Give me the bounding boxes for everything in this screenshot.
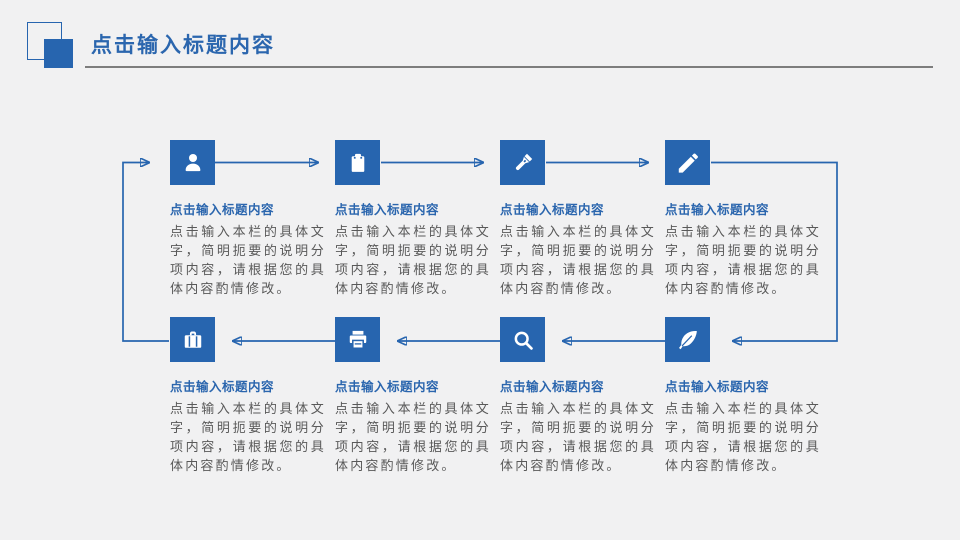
node-body: 点击输入本栏的具体文字，简明扼要的说明分项内容，请根据您的具体内容酌情修改。 [665,401,821,473]
logo-solid-square [44,39,73,68]
user-icon [170,140,215,185]
flow-node-4: 点击输入标题内容 点击输入本栏的具体文字，简明扼要的说明分项内容，请根据您的具体… [665,140,823,298]
node-body: 点击输入本栏的具体文字，简明扼要的说明分项内容，请根据您的具体内容酌情修改。 [335,401,491,473]
search-icon [500,317,545,362]
page-title: 点击输入标题内容 [91,34,275,57]
node-title: 点击输入标题内容 [170,203,275,217]
flow-node-3: 点击输入标题内容 点击输入本栏的具体文字，简明扼要的说明分项内容，请根据您的具体… [500,140,658,298]
node-title: 点击输入标题内容 [665,380,770,394]
flashlight-icon [500,140,545,185]
node-body: 点击输入本栏的具体文字，简明扼要的说明分项内容，请根据您的具体内容酌情修改。 [500,401,656,473]
node-body: 点击输入本栏的具体文字，简明扼要的说明分项内容，请根据您的具体内容酌情修改。 [665,224,821,296]
node-body: 点击输入本栏的具体文字，简明扼要的说明分项内容，请根据您的具体内容酌情修改。 [170,224,326,296]
node-title: 点击输入标题内容 [335,380,440,394]
flow-node-2: 点击输入标题内容 点击输入本栏的具体文字，简明扼要的说明分项内容，请根据您的具体… [335,140,493,298]
flow-node-5: 点击输入标题内容 点击输入本栏的具体文字，简明扼要的说明分项内容，请根据您的具体… [170,317,328,475]
node-body: 点击输入本栏的具体文字，简明扼要的说明分项内容，请根据您的具体内容酌情修改。 [170,401,326,473]
flow-node-1: 点击输入标题内容 点击输入本栏的具体文字，简明扼要的说明分项内容，请根据您的具体… [170,140,328,298]
node-title: 点击输入标题内容 [335,203,440,217]
clipboard-icon [335,140,380,185]
node-title: 点击输入标题内容 [500,380,605,394]
flow-node-7: 点击输入标题内容 点击输入本栏的具体文字，简明扼要的说明分项内容，请根据您的具体… [500,317,658,475]
node-body: 点击输入本栏的具体文字，简明扼要的说明分项内容，请根据您的具体内容酌情修改。 [500,224,656,296]
briefcase-icon [170,317,215,362]
header-divider [85,66,933,68]
flow-node-8: 点击输入标题内容 点击输入本栏的具体文字，简明扼要的说明分项内容，请根据您的具体… [665,317,823,475]
node-title: 点击输入标题内容 [665,203,770,217]
pencil-icon [665,140,710,185]
feather-icon [665,317,710,362]
node-title: 点击输入标题内容 [500,203,605,217]
flow-node-6: 点击输入标题内容 点击输入本栏的具体文字，简明扼要的说明分项内容，请根据您的具体… [335,317,493,475]
node-title: 点击输入标题内容 [170,380,275,394]
node-body: 点击输入本栏的具体文字，简明扼要的说明分项内容，请根据您的具体内容酌情修改。 [335,224,491,296]
printer-icon [335,317,380,362]
